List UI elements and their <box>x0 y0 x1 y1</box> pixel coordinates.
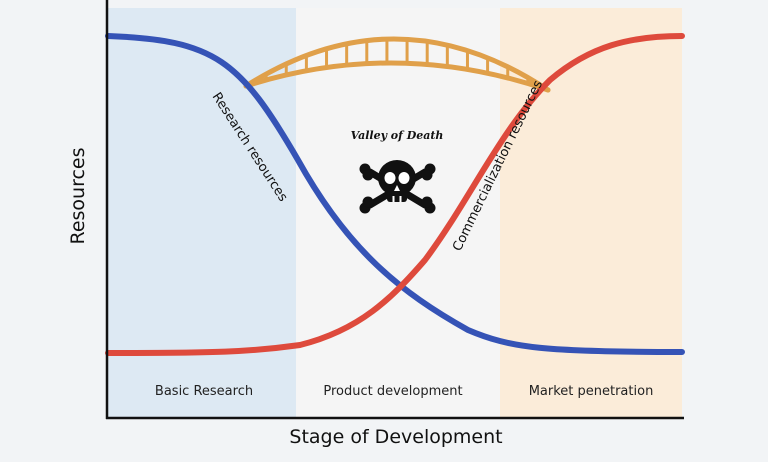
stage-label-product-development: Product development <box>323 384 462 399</box>
bridge-icon <box>243 36 551 93</box>
research-resources-curve <box>105 33 685 355</box>
bridge-deck <box>243 60 551 93</box>
bridge-top-arch <box>243 36 551 93</box>
valley-of-death-title: Valley of Death <box>351 129 444 142</box>
y-axis-title: Resources <box>67 147 89 244</box>
x-axis-title: Stage of Development <box>289 426 502 448</box>
commercialization-resources-curve <box>105 33 685 356</box>
stage-label-basic-research: Basic Research <box>155 384 253 399</box>
skull-crossbones-icon <box>359 160 436 214</box>
stage-label-market-penetration: Market penetration <box>529 384 654 399</box>
stage-zone-basic-research <box>108 8 296 418</box>
stage-zone-market-penetration <box>500 8 682 418</box>
